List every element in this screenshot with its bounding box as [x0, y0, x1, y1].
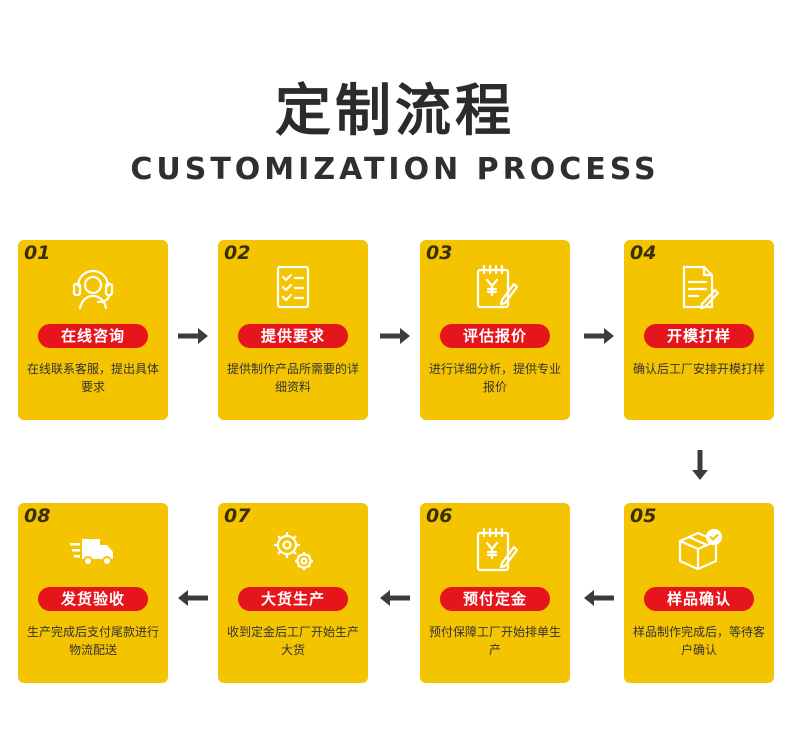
step-label: 大货生产: [238, 587, 348, 611]
step-label: 在线咨询: [38, 324, 148, 348]
deposit-pad-icon: [476, 527, 519, 572]
step-description: 样品制作完成后，等待客户确认: [632, 625, 765, 657]
step-card-01: 01 在线咨询 在线联系客服，提出具体要求: [18, 240, 168, 420]
page-subtitle: CUSTOMIZATION PROCESS: [130, 152, 660, 187]
step-number: 06: [426, 505, 453, 527]
step-label: 发货验收: [38, 587, 148, 611]
step-label: 预付定金: [440, 587, 550, 611]
step-description: 预付保障工厂开始排单生产: [428, 625, 561, 657]
step-description: 在线联系客服，提出具体要求: [26, 362, 159, 394]
step-number: 01: [24, 242, 51, 264]
step-label: 开模打样: [644, 324, 754, 348]
arrow-left-icon: [584, 590, 614, 606]
arrow-right-icon: [584, 328, 614, 344]
headset-icon: [72, 269, 114, 310]
step-number: 08: [24, 505, 51, 527]
arrow-left-icon: [178, 590, 208, 606]
step-label: 提供要求: [238, 324, 348, 348]
box-check-icon: [678, 528, 723, 571]
truck-icon: [70, 539, 113, 566]
checklist-icon: [276, 265, 310, 309]
arrow-down-icon: [692, 450, 708, 480]
step-description: 进行详细分析，提供专业报价: [428, 362, 561, 394]
document-pen-icon: [682, 265, 720, 310]
step-description: 生产完成后支付尾款进行物流配送: [26, 625, 159, 657]
arrow-right-icon: [178, 328, 208, 344]
step-number: 05: [630, 505, 657, 527]
step-label: 样品确认: [644, 587, 754, 611]
step-card-07: 07 大货生产 收到定金后工厂开始生产大货: [218, 503, 368, 683]
step-number: 03: [426, 242, 453, 264]
step-card-08: 08 发货验收 生产完成后支付尾款进行物流配送: [18, 503, 168, 683]
step-card-04: 04 开模打样 确认后工厂安排开模打样: [624, 240, 774, 420]
page-title: 定制流程: [275, 79, 515, 144]
arrow-left-icon: [380, 590, 410, 606]
step-number: 02: [224, 242, 251, 264]
step-label: 评估报价: [440, 324, 550, 348]
arrow-right-icon: [380, 328, 410, 344]
step-description: 收到定金后工厂开始生产大货: [226, 625, 359, 657]
step-number: 04: [630, 242, 657, 264]
step-description: 确认后工厂安排开模打样: [632, 362, 765, 376]
step-card-05: 05 样品确认 样品制作完成后，等待客户确认: [624, 503, 774, 683]
gears-icon: [274, 532, 313, 570]
step-card-06: 06 预付定金 预付保障工厂开始排单生产: [420, 503, 570, 683]
quote-pad-icon: [476, 264, 519, 309]
step-card-03: 03 评估报价 进行详细分析，提供专业报价: [420, 240, 570, 420]
step-card-02: 02 提供要求 提供制作产品所需要的详细资料: [218, 240, 368, 420]
step-number: 07: [224, 505, 251, 527]
step-description: 提供制作产品所需要的详细资料: [226, 362, 359, 394]
